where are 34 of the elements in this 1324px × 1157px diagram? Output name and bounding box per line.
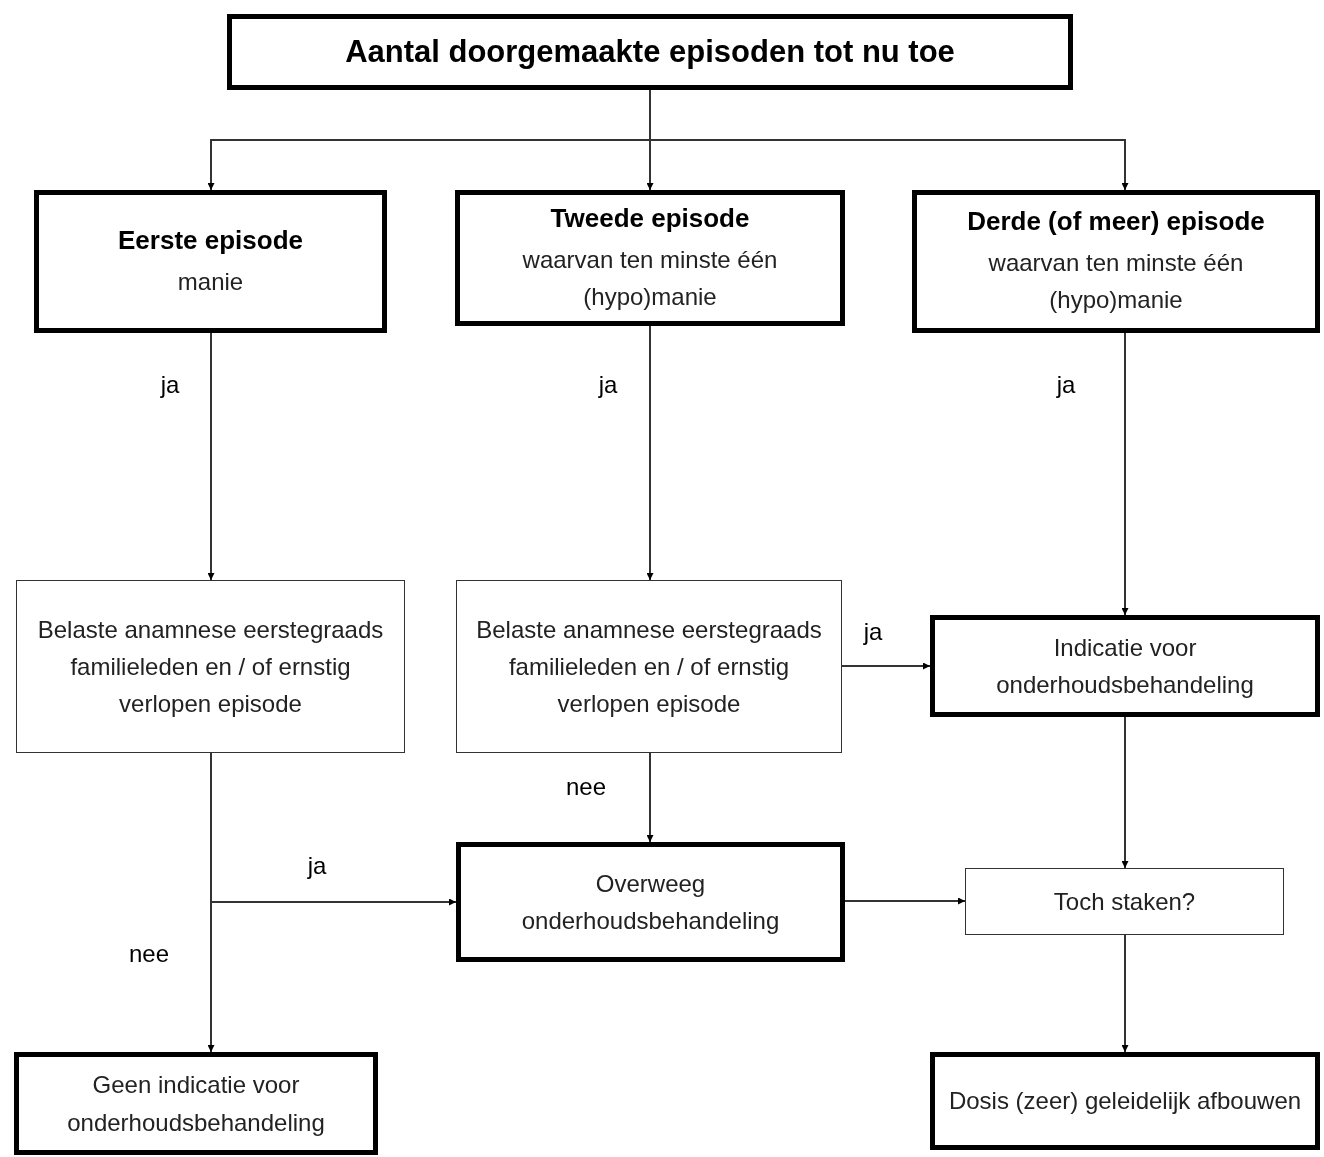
process-box [34,190,387,333]
box-heading: Tweede episode [550,201,750,235]
process-box [930,615,1320,717]
box-text: Geen indicatie voor onderhoudsbehandeling [66,1070,326,1138]
box-heading: Aantal doorgemaakte episoden tot nu toe [345,32,955,71]
box-text: waarvan ten minste één (hypo)manie [987,248,1245,316]
box-text: Overweeg onderhoudsbehandeling [520,868,781,936]
process-box [965,868,1284,935]
process-box [930,1052,1320,1150]
box-text: Belaste anamnese eerstegraads familieleden en / of ernstig verlopen episode [36,614,385,720]
box-text: waarvan ten minste één (hypo)manie [521,244,779,312]
process-box [16,580,405,753]
process-box [14,1052,378,1155]
process-box [456,580,842,753]
arrow [844,897,966,905]
box-text: Belaste anamnese eerstegraads familieleden en / of ernstig verlopen episode [475,614,823,720]
box-text: Indicatie voor onderhoudsbehandeling [995,632,1255,700]
arrow [646,752,654,843]
box-heading: Derde (of meer) episode [967,205,1265,239]
process-box [455,190,845,326]
arrow [207,332,215,581]
process-box [912,190,1320,333]
arrow [646,325,654,581]
arrow [1121,716,1129,869]
box-text: manie [177,266,244,297]
process-box [456,842,845,962]
title-box [227,14,1073,90]
arrow [1121,934,1129,1053]
arrow [207,752,215,1053]
box-heading: Eerste episode [118,224,303,258]
box-text: Toch staken? [1053,886,1196,917]
arrow [1121,332,1129,616]
box-text: Dosis (zeer) geleidelijk afbouwen [948,1086,1302,1117]
arrow [841,662,931,670]
